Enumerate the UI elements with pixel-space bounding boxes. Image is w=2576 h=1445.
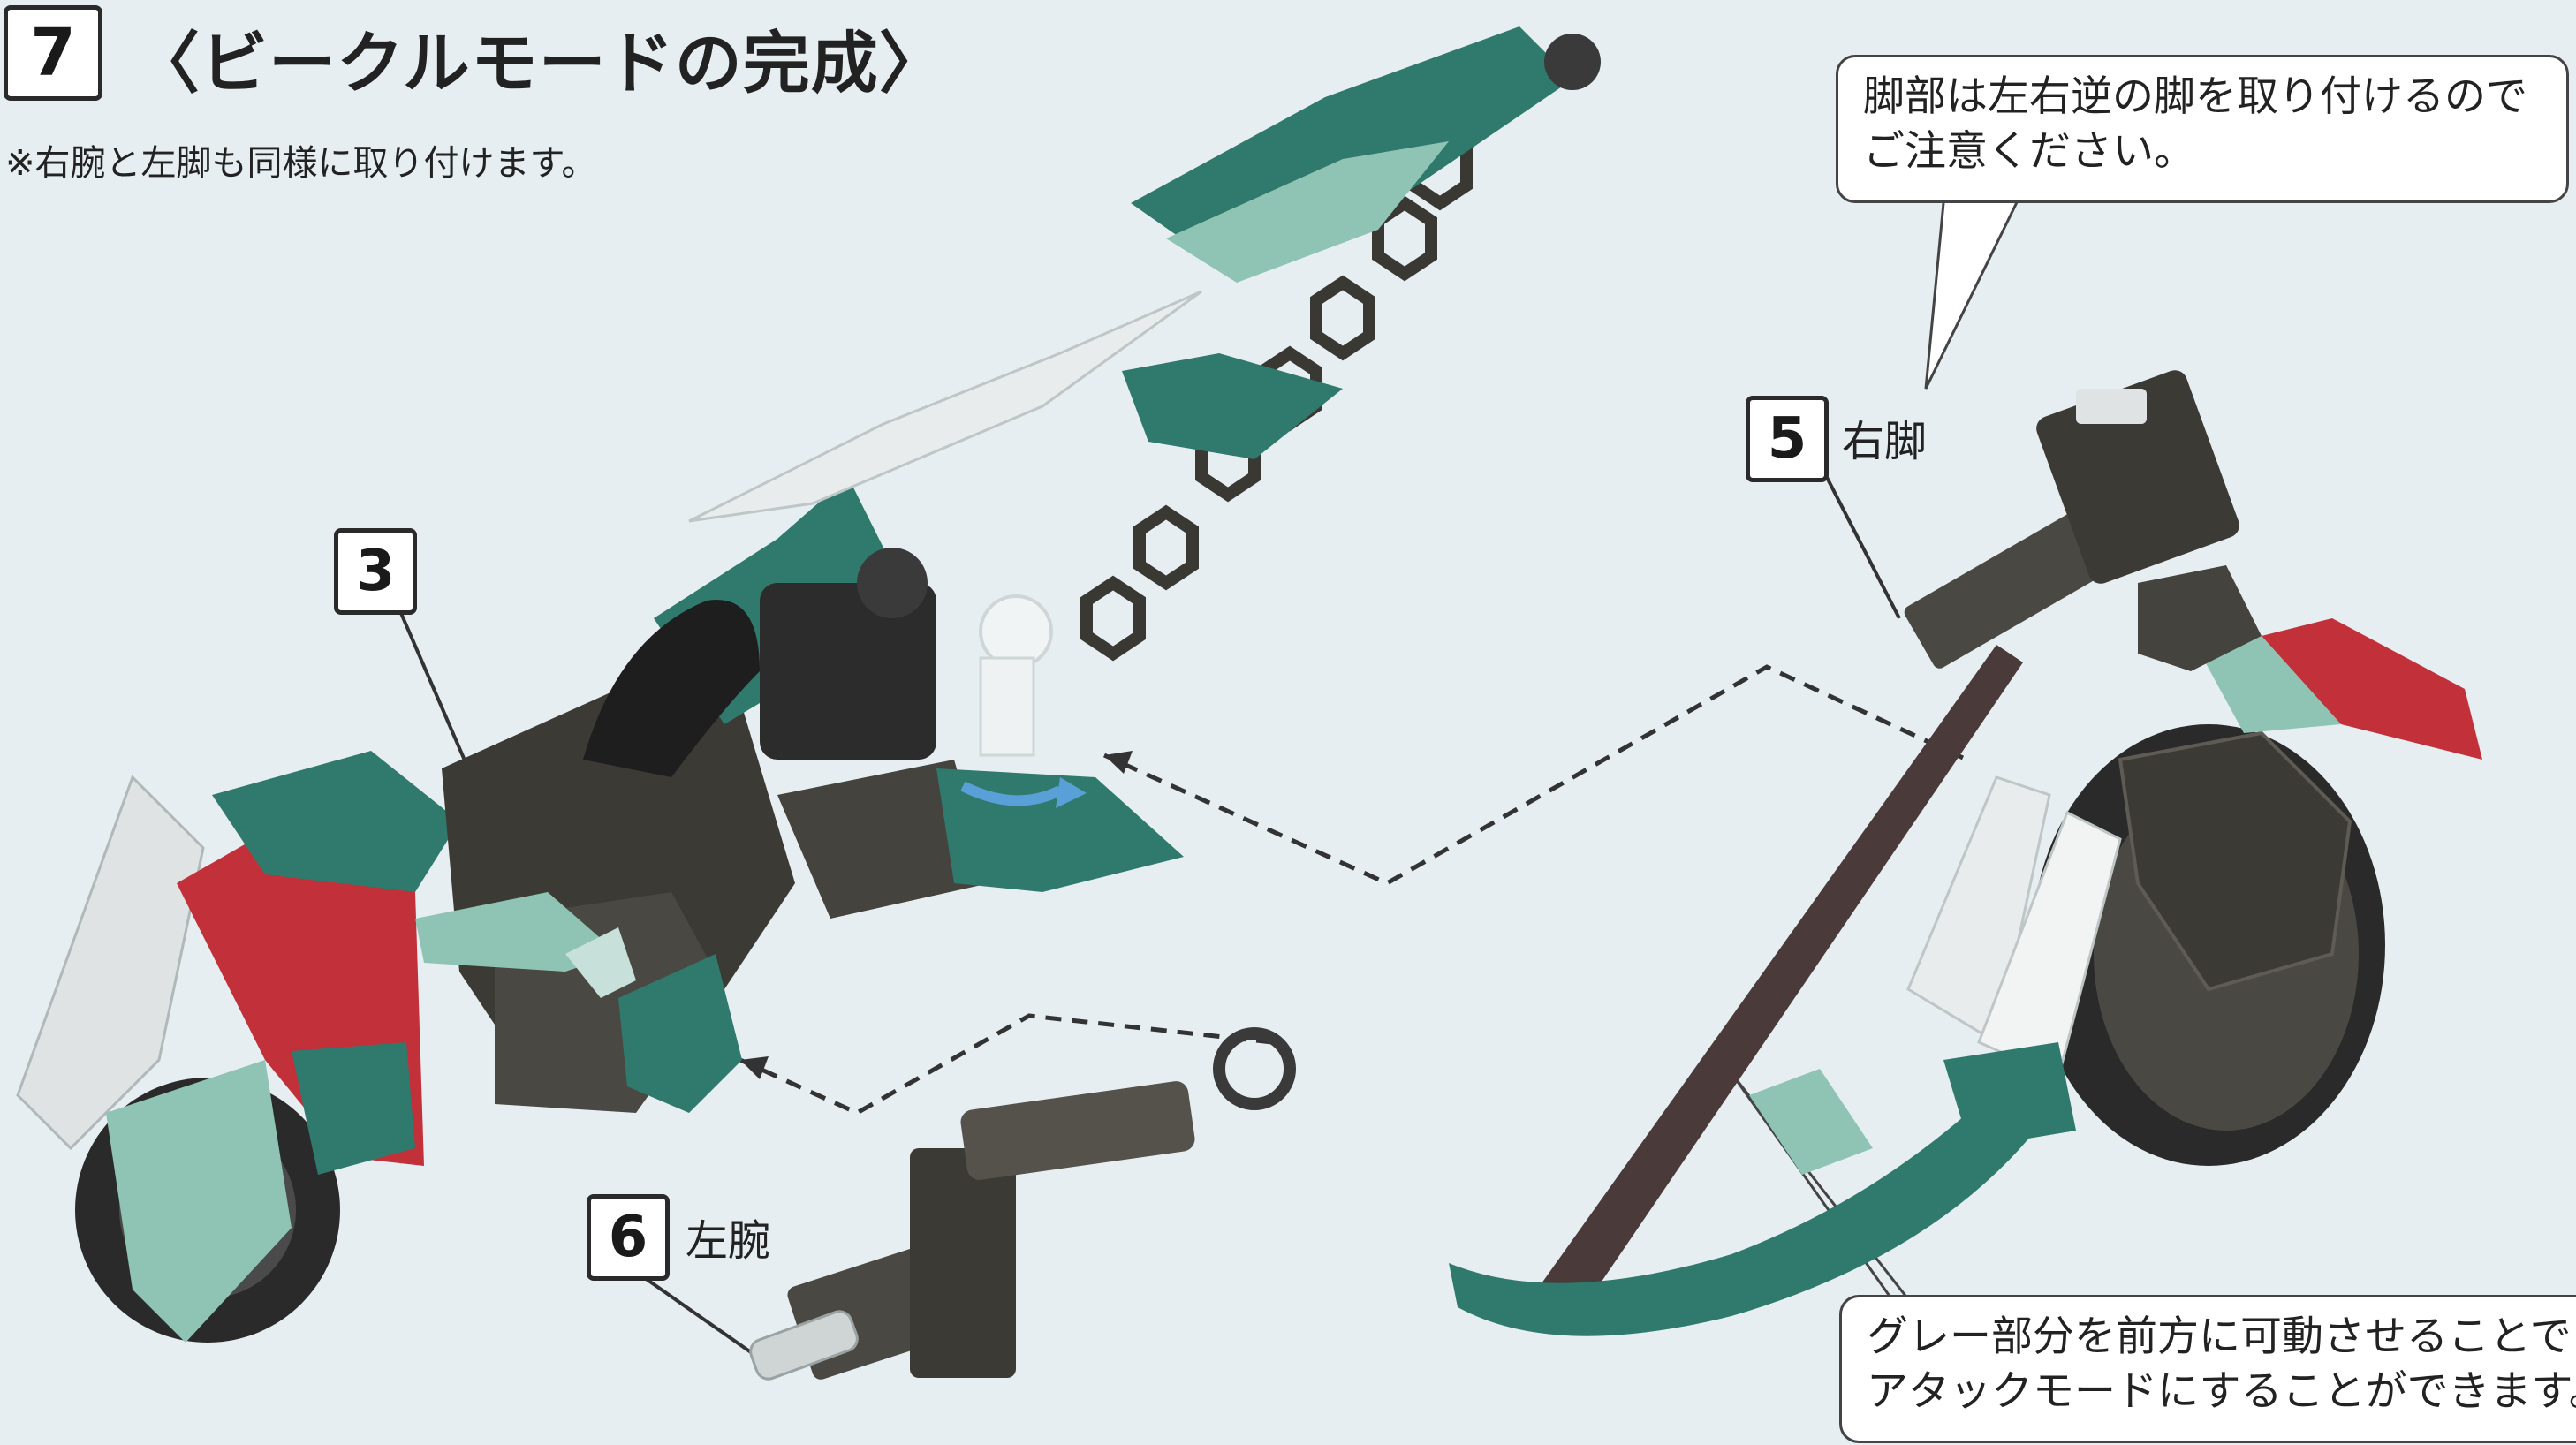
part5-label: 右脚 (1842, 417, 1928, 466)
guide-arrow-part5 (1104, 751, 1133, 774)
part5-badge: 5 (1746, 396, 1829, 482)
callout-attack-mode-line2: アタックモードにすることができます。 (1867, 1367, 2576, 1416)
leader-part6 (634, 1270, 770, 1366)
leader-part3 (396, 604, 470, 769)
guide-arrow-part6 (740, 1056, 769, 1079)
leader-callout-top (1924, 198, 2020, 390)
step-number-badge: 7 (4, 5, 102, 101)
vehicle-model (16, 26, 1601, 1343)
part3-number: 3 (355, 539, 396, 604)
step-title: 〈ビークルモードの完成〉 (133, 24, 947, 102)
leader-part5 (1818, 463, 1901, 619)
callout-attack-mode: グレー部分を前方に可動させることで アタックモードにすることができます。 (1839, 1295, 2576, 1443)
guide-line-part5 (1102, 664, 1965, 886)
part6-badge: 6 (587, 1194, 670, 1281)
right-leg-gun-model (1904, 370, 2262, 671)
part5-number: 5 (1767, 406, 1807, 472)
part6-number: 6 (608, 1205, 648, 1270)
leg-vehicle-model (1449, 618, 2482, 1336)
callout-leg-caution-line2: ご注意ください。 (1863, 127, 2195, 176)
callout-leg-caution-line1: 脚部は左右逆の脚を取り付けるので (1863, 72, 2527, 121)
callout-leg-caution: 脚部は左右逆の脚を取り付けるので ご注意ください。 (1836, 55, 2569, 203)
callout-attack-mode-line1: グレー部分を前方に可動させることで (1867, 1313, 2572, 1361)
left-arm-gun-model (749, 1027, 1296, 1381)
step-number: 7 (30, 15, 76, 91)
leader-callout-bottom-a (1730, 1072, 1905, 1317)
part6-label: 左腕 (686, 1216, 771, 1266)
part3-badge: 3 (334, 528, 417, 615)
step-note: ※右腕と左脚も同様に取り付けます。 (5, 143, 597, 184)
guide-line-part6 (739, 1013, 1273, 1116)
